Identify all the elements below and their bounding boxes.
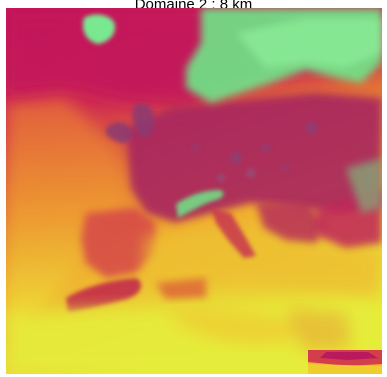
map-field [6,8,382,374]
tunisia-region [156,278,206,300]
balkans [256,203,326,243]
atlantic-region [6,98,131,328]
inset-panel [308,350,382,374]
inset-svg [308,350,382,374]
europe-landmass [126,93,382,223]
italy [211,208,256,258]
iberian-peninsula [81,208,156,278]
great-britain [132,103,155,138]
caucasus-cold [346,158,382,213]
egypt-region [286,308,351,353]
speckle-texture [191,122,317,182]
field-svg [6,8,382,374]
atlas-mountains [66,278,142,312]
scandinavia-cold-core [236,18,382,68]
iceland-cold-patch [82,14,116,44]
british-isles [105,122,133,144]
libya-region [166,307,308,345]
alps-cold-streak [176,190,224,218]
